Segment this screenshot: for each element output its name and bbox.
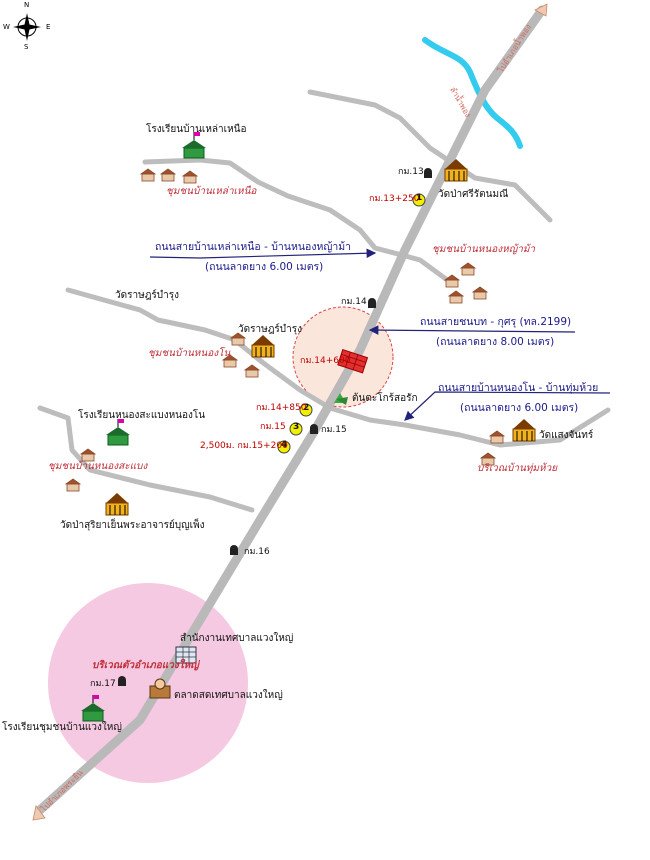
road2-name: ถนนสายชนบท - กุศรุ (ทล.2199) xyxy=(420,316,572,328)
km17-label: กม.17 xyxy=(90,679,116,689)
compass-icon xyxy=(13,13,41,41)
distance-label: 2,500ม. กม.15+200 xyxy=(200,441,288,451)
wat-sri-label: วัดป่าศรีรัตนมณี xyxy=(438,189,509,200)
wat-rat-label: วัดราษฎร์บำรุง xyxy=(238,324,302,335)
school-nongsa-label: โรงเรียนหนองสะแบงหนองโน xyxy=(78,410,206,421)
road1-name: ถนนสายบ้านเหล่าเหนือ - บ้านหนองหญ้าม้า xyxy=(155,241,352,253)
area-district-label: บริเวณตัวอำเภอแวงใหญ่ xyxy=(92,660,199,671)
school-north-label: โรงเรียนบ้านเหล่าเหนือ xyxy=(146,124,247,135)
marker-2: 2 xyxy=(303,403,310,413)
target-plot-icon xyxy=(337,349,369,374)
marker-4: 4 xyxy=(281,440,288,450)
road2-spec: (ถนนลาดยาง 8.00 เมตร) xyxy=(436,336,555,348)
school-icon xyxy=(81,695,105,722)
km15-marker-label: กม.15 xyxy=(260,422,286,432)
market-icon xyxy=(149,678,171,699)
community-nongnon-label: ชุมชนบ้านหนองโน xyxy=(148,348,231,359)
district-area-circle xyxy=(48,583,248,783)
km13250-label: กม.13+250 xyxy=(369,194,420,204)
market-label: ตลาดสดเทศบาลแวงใหญ่ xyxy=(174,690,283,701)
office-building-icon xyxy=(175,646,197,664)
km14600-label: กม.14+600 xyxy=(300,356,351,366)
compass-north-label: N xyxy=(24,1,30,9)
road-end-arrow-bottom xyxy=(32,805,46,821)
community-nongya-label: ชุมชนบ้านหนองหญ้าม้า xyxy=(432,244,536,255)
numbered-markers xyxy=(277,193,426,454)
temple-icon xyxy=(105,493,129,516)
community-north-label: ชุมชนบ้านเหล่าเหนือ xyxy=(166,186,257,197)
temple-icon xyxy=(251,335,275,358)
km-post-icons xyxy=(118,168,432,686)
school-town-label: โรงเรียนชุมชนบ้านแวงใหญ่ xyxy=(2,722,122,733)
office-label: สำนักงานเทศบาลแวงใหญ่ xyxy=(180,633,294,644)
tree-icon xyxy=(334,393,348,405)
school-icon xyxy=(106,419,130,446)
wat-rat-left-label: วัดราษฎร์บำรุง xyxy=(115,290,179,301)
temple-icon xyxy=(512,419,536,442)
marker-1: 1 xyxy=(416,193,423,203)
side-roads xyxy=(37,89,611,513)
house-icons xyxy=(64,168,506,492)
compass-west-label: W xyxy=(3,23,10,31)
temple-icon xyxy=(444,159,468,182)
road3-name: ถนนสายบ้านหนองโน - บ้านทุ่มห้วย xyxy=(438,382,599,394)
wat-pa-label: วัดป่าสุริยาเย็นพระอาจารย์บุญเพ็ง xyxy=(60,520,205,531)
km14850-label: กม.14+850 xyxy=(256,403,307,413)
wat-sang-label: วัดแสงจันทร์ xyxy=(539,430,594,441)
km13-label: กม.13 xyxy=(398,167,424,177)
marker-3: 3 xyxy=(293,422,300,432)
pointer-arrows xyxy=(149,248,611,421)
km16-label: กม.16 xyxy=(244,547,270,557)
road3-spec: (ถนนลาดยาง 6.00 เมตร) xyxy=(460,402,579,414)
km15-post-label: กม.15 xyxy=(321,425,347,435)
compass-east-label: E xyxy=(46,23,51,31)
road1-spec: (ถนนลาดยาง 6.00 เมตร) xyxy=(205,261,324,273)
school-icon xyxy=(182,132,206,159)
community-nongsa-label: ชุมชนบ้านหนองสะแบง xyxy=(48,461,148,472)
road-end-arrow-top xyxy=(534,3,548,17)
km14-label: กม.14 xyxy=(341,297,367,307)
area-thumhuai-label: บริเวณบ้านทุ่มห้วย xyxy=(477,463,558,474)
tree-label: ต้นตะโกร้สอรัก xyxy=(352,393,418,404)
compass-south-label: S xyxy=(24,43,29,51)
